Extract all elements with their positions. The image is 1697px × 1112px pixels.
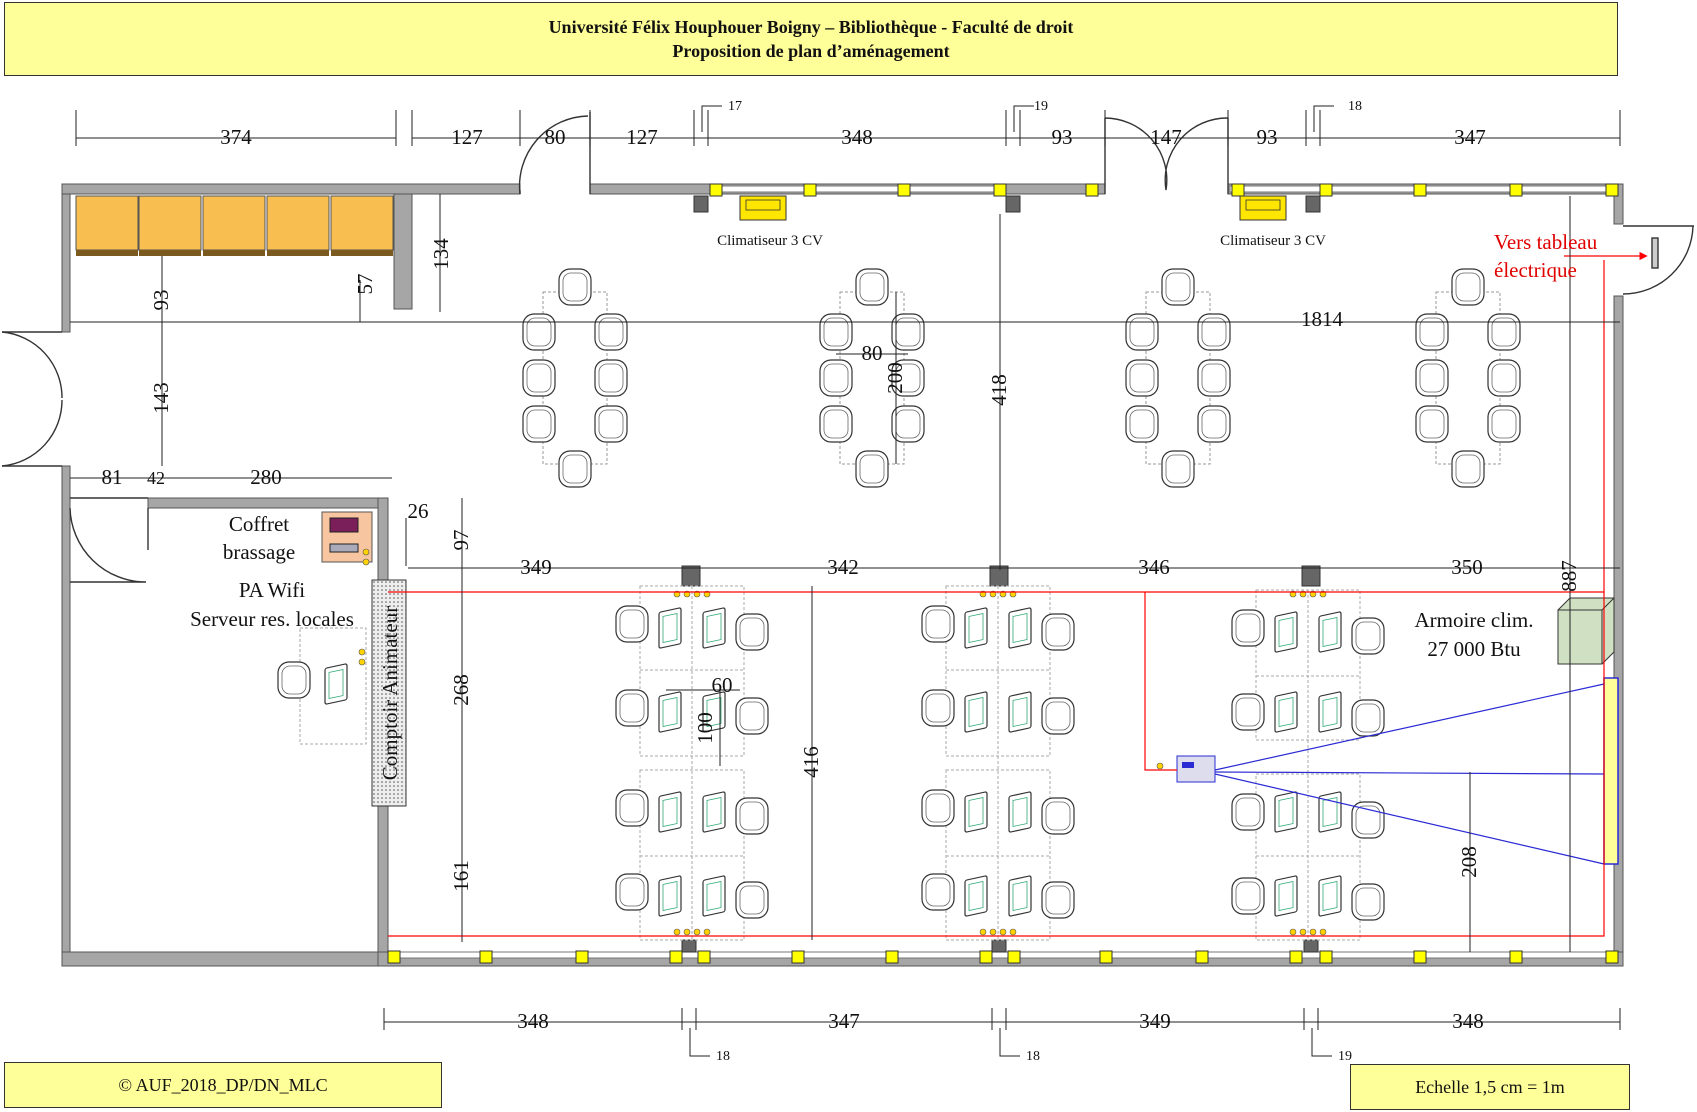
- dim-row-0: 349: [520, 555, 552, 579]
- dim-57: 57: [353, 274, 377, 295]
- label-armoire-1: Armoire clim.: [1415, 608, 1534, 632]
- dim-top-small-0: 17: [728, 99, 742, 114]
- dimension-texts: 374 127 80 127 348 93 147 93 347 17 19 1…: [102, 99, 1582, 1064]
- label-armoire-2: 27 000 Btu: [1427, 637, 1521, 661]
- label-coffret-1: Coffret: [229, 512, 289, 536]
- label-pa-wifi: PA Wifi: [239, 578, 305, 602]
- dim-208: 208: [1457, 846, 1481, 878]
- scale-box: Echelle 1,5 cm = 1m: [1350, 1064, 1630, 1110]
- dim-top-1: 127: [451, 125, 483, 149]
- dim-top-8: 347: [1454, 125, 1486, 149]
- dim-416: 416: [799, 746, 823, 778]
- dim-1814: 1814: [1301, 307, 1344, 331]
- dim-bottom-0: 348: [517, 1009, 549, 1033]
- dim-100: 100: [693, 712, 717, 744]
- dim-134: 134: [429, 238, 453, 270]
- dim-97: 97: [449, 530, 473, 551]
- dim-268: 268: [449, 674, 473, 706]
- dim-top-2: 80: [545, 125, 566, 149]
- pillars: [681, 195, 1321, 953]
- dim-bottom-small-1: 18: [1026, 1049, 1040, 1064]
- label-comptoir: Comptoir Animateur: [378, 606, 402, 780]
- dim-bottom-small-0: 18: [716, 1049, 730, 1064]
- label-coffret-2: brassage: [223, 540, 295, 564]
- dim-60: 60: [712, 673, 733, 697]
- title-box: Université Félix Houphouer Boigny – Bibl…: [4, 2, 1618, 76]
- meeting-tables: [522, 268, 1521, 488]
- dim-bottom-2: 349: [1139, 1009, 1171, 1033]
- labels: Climatiseur 3 CV Climatiseur 3 CV Vers t…: [190, 230, 1598, 780]
- dim-top-small-2: 18: [1348, 99, 1362, 114]
- animator-area: [277, 511, 407, 807]
- dim-top-6: 147: [1150, 125, 1182, 149]
- label-serveur: Serveur res. locales: [190, 607, 354, 631]
- label-clim-left: Climatiseur 3 CV: [717, 233, 823, 249]
- dim-143: 143: [149, 382, 173, 414]
- dim-93: 93: [149, 290, 173, 311]
- label-tableau-2: électrique: [1494, 258, 1577, 282]
- dim-top-0: 374: [220, 125, 252, 149]
- dim-top-small-1: 19: [1034, 99, 1048, 114]
- dim-42: 42: [147, 468, 165, 488]
- shelves: [75, 195, 394, 256]
- copyright-box: © AUF_2018_DP/DN_MLC: [4, 1062, 442, 1108]
- window-posts: [387, 183, 1619, 964]
- dim-418: 418: [987, 374, 1011, 406]
- dim-top-3: 127: [626, 125, 658, 149]
- workstations: [615, 585, 1385, 941]
- projection: [1156, 677, 1619, 865]
- dim-top-4: 348: [841, 125, 873, 149]
- scale-text: Echelle 1,5 cm = 1m: [1415, 1077, 1565, 1097]
- dim-bottom-small-2: 19: [1338, 1049, 1352, 1064]
- copyright-text: © AUF_2018_DP/DN_MLC: [118, 1075, 328, 1095]
- dim-161: 161: [449, 860, 473, 892]
- dim-row-3: 350: [1451, 555, 1483, 579]
- label-tableau-1: Vers tableau: [1494, 230, 1598, 254]
- dim-280: 280: [250, 465, 282, 489]
- dimension-lines: [70, 105, 1621, 1057]
- label-clim-right: Climatiseur 3 CV: [1220, 233, 1326, 249]
- dim-top-7: 93: [1257, 125, 1278, 149]
- dim-26: 26: [408, 499, 429, 523]
- electrical-wiring: [388, 251, 1648, 937]
- dim-887: 887: [1557, 560, 1581, 592]
- dim-row-2: 346: [1138, 555, 1170, 579]
- dim-81: 81: [102, 465, 123, 489]
- title-line-1: Université Félix Houphouer Boigny – Bibl…: [548, 17, 1074, 37]
- title-line-2: Proposition de plan d’aménagement: [672, 41, 950, 61]
- air-conditioners: [739, 195, 1287, 221]
- dim-bottom-1: 347: [828, 1009, 860, 1033]
- dim-top-5: 93: [1052, 125, 1073, 149]
- dim-row-1: 342: [827, 555, 859, 579]
- armoire-clim: [1557, 597, 1615, 665]
- dim-80: 80: [862, 341, 883, 365]
- dim-200: 200: [883, 362, 907, 394]
- dim-bottom-3: 348: [1452, 1009, 1484, 1033]
